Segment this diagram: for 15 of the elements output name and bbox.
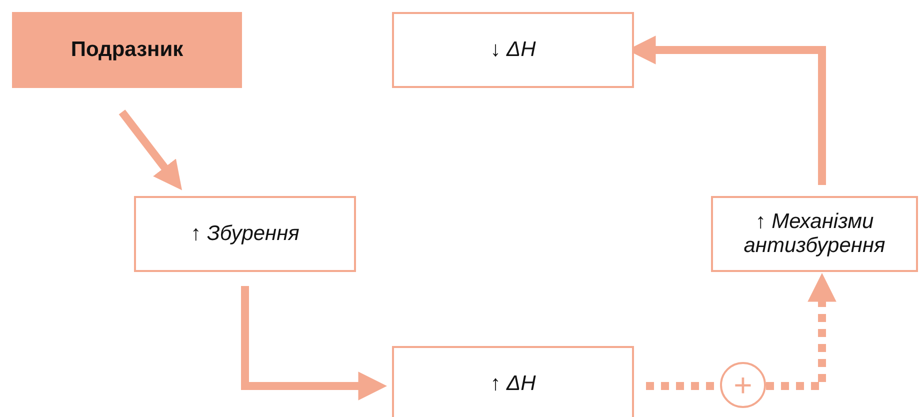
stimulus-box (12, 12, 242, 88)
arrow (766, 272, 836, 390)
box-label: ↓ ΔH (490, 38, 536, 62)
box-label: ↑ Збурення (190, 222, 300, 246)
process-box (392, 346, 634, 417)
process-box (711, 196, 918, 272)
process-box (134, 196, 356, 272)
box-label: ↑ ΔH (490, 372, 536, 396)
arrow (118, 110, 182, 190)
box-label: Подразник (70, 38, 184, 62)
box-label: ↑ Механізми антизбурення (742, 210, 886, 258)
process-box (392, 12, 634, 88)
arrow (241, 286, 388, 400)
plus-sign: + (734, 369, 752, 401)
plus-circle (720, 362, 766, 408)
